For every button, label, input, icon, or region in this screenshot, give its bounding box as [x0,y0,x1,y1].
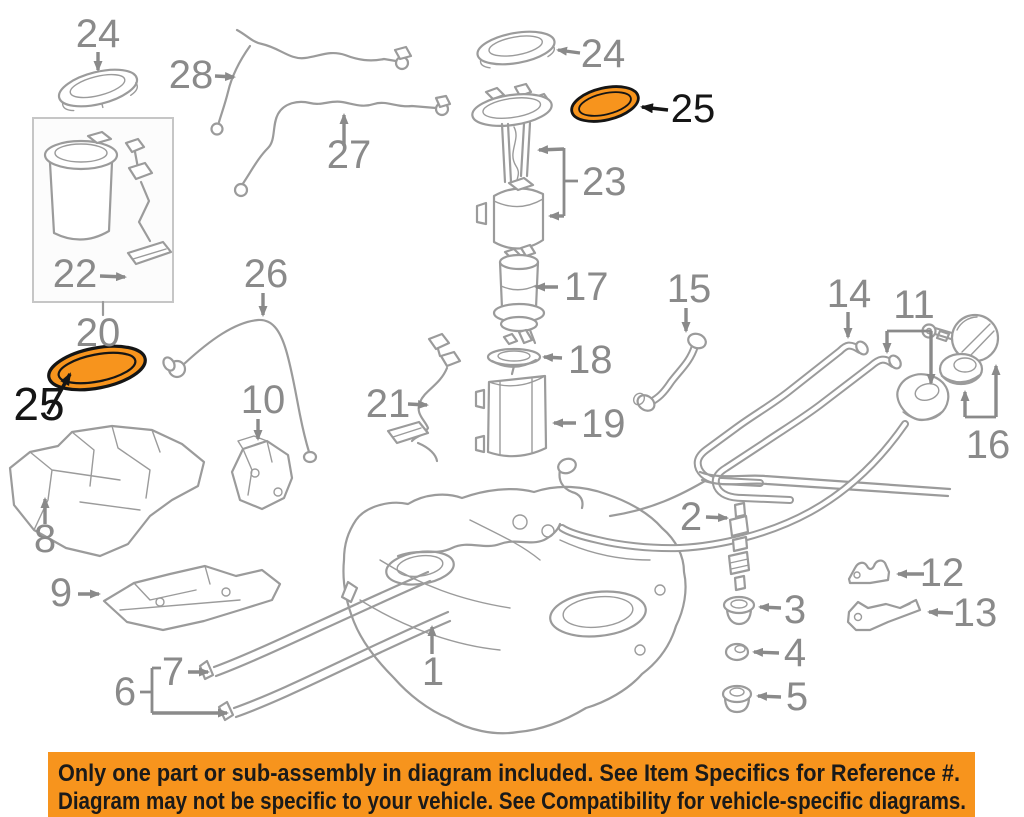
part-2-check-valve [727,501,751,592]
part-label-8: 8 [34,517,56,561]
part-15-hose [632,332,707,412]
arrow-25-top [640,103,669,114]
part-label-10: 10 [241,378,286,422]
part-label-21: 21 [366,382,411,426]
part-11-filler-neck [558,373,950,553]
arrow-3 [758,602,782,612]
part-label-11: 11 [893,283,935,327]
arrow-25-left [46,372,72,415]
part-26-fuel-tube [162,318,318,464]
part-label-22: 22 [53,252,98,296]
part-10-protector-shield [230,435,294,511]
part-8-heat-shield [8,424,206,558]
highlighted-part-25-seal-left [47,344,147,392]
arrow-21 [407,400,429,410]
part-label-25-left: 25 [13,378,64,430]
arrow-5 [756,691,782,701]
part-label-18: 18 [568,338,613,382]
part-18-pump-plate [486,328,542,368]
part-21-sender-harness [386,332,462,463]
part-label-3: 3 [784,588,806,632]
part-23-pump-bracket-assembly [471,82,553,250]
part-label-20: 20 [76,311,121,355]
part-17-fuel-pump [492,243,546,333]
part-19-reservoir-cup [474,364,548,458]
part-9-heat-shield [102,564,282,632]
part-4-grommet [724,642,750,662]
arrow-24-top [556,46,581,56]
callout-23: 23 [537,145,627,221]
part-label-23: 23 [582,160,627,204]
arrow-18 [542,353,563,362]
breather-line-lower [698,470,952,498]
arrow-28 [214,72,236,82]
part-label-24-top: 24 [581,32,626,76]
callout-6: 6 [114,666,229,718]
part-27-fuel-tube [233,94,452,198]
part-label-24-left: 24 [76,12,121,56]
part-label-5: 5 [786,675,808,719]
part-label-27: 27 [327,133,372,177]
part-label-2: 2 [680,495,702,539]
part-11-filler-pipe-upper [711,354,902,504]
part-label-9: 9 [50,571,72,615]
part-14-breather-pipe [693,340,869,487]
part-6-tank-strap [217,610,452,722]
part-12-clamp [847,559,891,585]
highlighted-part-25-seal-top [570,85,640,123]
arrow-22 [99,272,127,282]
arrow-13 [927,607,954,617]
arrow-2 [705,513,729,523]
part-label-17: 17 [564,265,609,309]
part-label-13: 13 [953,591,998,635]
part-13-bracket [846,598,922,632]
part-label-6: 6 [114,670,136,714]
banner-line-2: Diagram may not be specific to your vehi… [58,788,966,815]
banner-line-1: Only one part or sub-assembly in diagram… [58,760,960,787]
part-label-28: 28 [169,53,214,97]
part-22-fuel-pump-module [43,130,173,266]
part-label-26: 26 [244,252,289,296]
part-label-19: 19 [581,402,626,446]
part-label-12: 12 [920,551,965,595]
part-label-16: 16 [966,423,1011,467]
part-24-gasket-top [476,30,556,69]
part-label-14: 14 [827,272,872,316]
part-label-1: 1 [422,650,444,694]
banner-background [48,752,975,817]
callout-16: 16 [960,364,1011,467]
part-16-fuel-cap [921,313,1000,386]
disclaimer-banner: Only one part or sub-assembly in diagram… [48,752,975,817]
part-label-25-top: 25 [671,87,716,131]
part-24-gasket-left [57,68,139,112]
part-label-15: 15 [667,267,712,311]
part-5-grommet [721,684,753,714]
part-3-grommet [722,595,756,626]
part-label-4: 4 [784,631,806,675]
part-28-fuel-tube [210,28,413,136]
arrow-4 [752,647,780,657]
part-label-7: 7 [162,650,184,694]
callout-11: 11 [882,283,936,385]
